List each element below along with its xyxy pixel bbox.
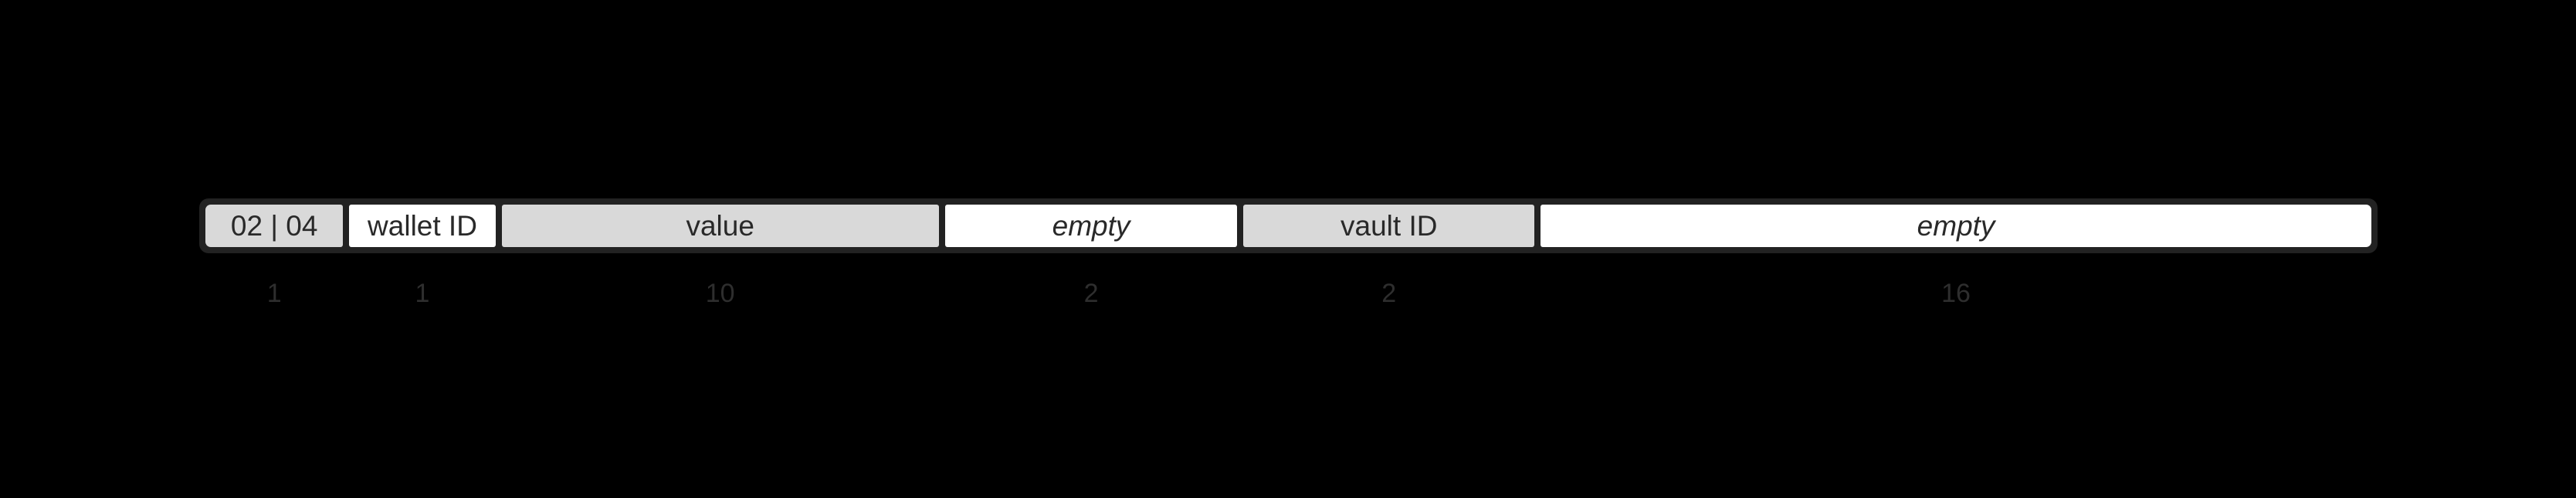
byte-segment-label: 02 | 04 <box>230 209 318 242</box>
byte-count-label: 1 <box>415 279 430 308</box>
byte-count-label: 2 <box>1381 279 1397 308</box>
byte-count-value: 10 <box>502 279 939 309</box>
byte-segment-label: empty <box>1052 209 1130 242</box>
byte-segment-empty-1: empty <box>944 205 1238 247</box>
byte-segment-value: value <box>501 205 939 247</box>
byte-count-label: 2 <box>1083 279 1099 308</box>
byte-segment-label: value <box>686 209 754 242</box>
byte-segment-vault-id: vault ID <box>1243 205 1535 247</box>
byte-count-empty-1: 2 <box>945 279 1238 309</box>
byte-count-label: 1 <box>266 279 282 308</box>
byte-layout-row: 02 | 04 wallet ID value empty vault ID e… <box>199 198 2378 253</box>
byte-count-label: 16 <box>1941 279 1971 308</box>
byte-segment-wallet-id: wallet ID <box>349 205 496 247</box>
byte-count-wallet-id: 1 <box>349 279 495 309</box>
byte-count-empty-2: 16 <box>1541 279 2371 309</box>
byte-count-label: 10 <box>705 279 735 308</box>
byte-segment-label: vault ID <box>1341 209 1438 242</box>
byte-count-vault-id: 2 <box>1243 279 1534 309</box>
byte-segment-empty-2: empty <box>1541 205 2372 247</box>
byte-count-row: 1 1 10 2 2 16 <box>199 279 2378 309</box>
byte-segment-label: empty <box>1917 209 1995 242</box>
byte-segment-label: wallet ID <box>368 209 477 242</box>
byte-count-prefix-02-04: 1 <box>205 279 343 309</box>
byte-layout-diagram: 02 | 04 wallet ID value empty vault ID e… <box>199 198 2378 309</box>
byte-segment-prefix-02-04: 02 | 04 <box>205 205 344 247</box>
